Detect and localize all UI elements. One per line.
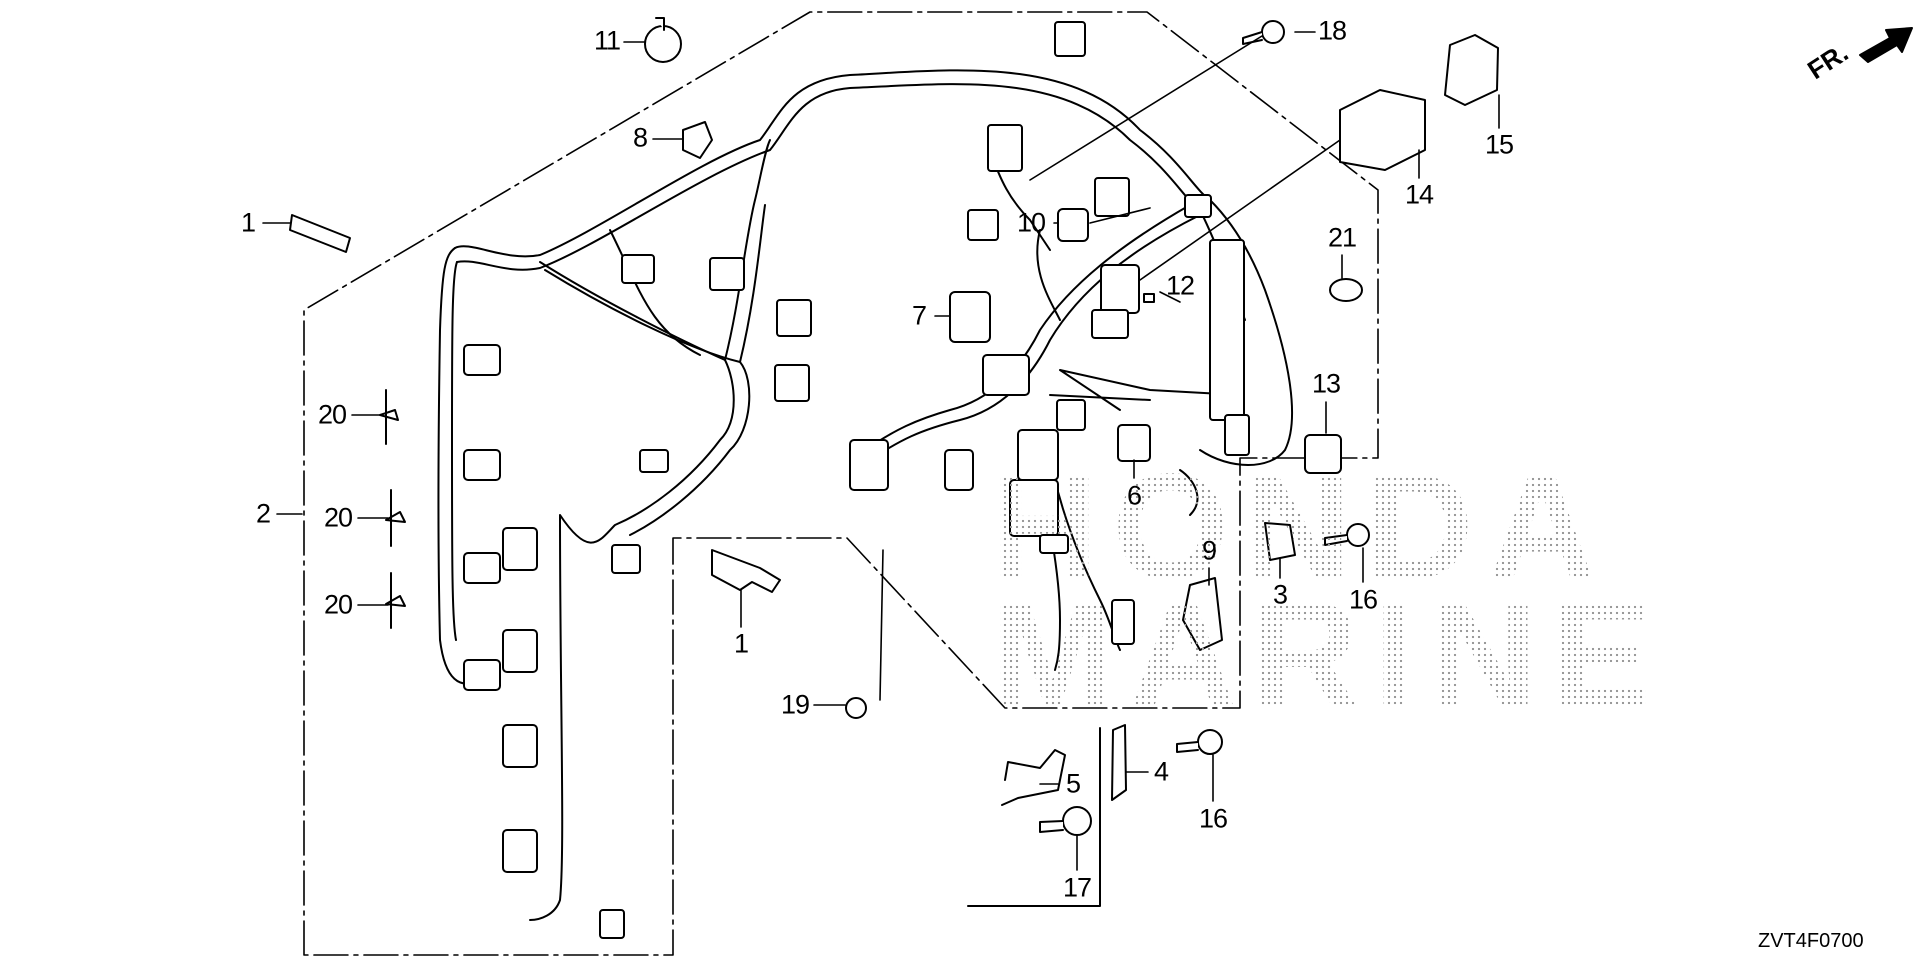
bracket-group-boundary (967, 727, 1101, 907)
standalone-parts (289, 17, 1499, 836)
callout-1-lower[interactable]: 1 (733, 628, 749, 659)
callout-16-lower[interactable]: 16 (1198, 803, 1228, 834)
leader-lines (262, 31, 1500, 871)
callout-3[interactable]: 3 (1272, 579, 1288, 610)
callout-16-upper[interactable]: 16 (1348, 584, 1378, 615)
callout-2[interactable]: 2 (255, 498, 271, 529)
callout-21[interactable]: 21 (1327, 222, 1357, 253)
callout-6[interactable]: 6 (1126, 480, 1142, 511)
drawing-code: ZVT4F0700 (1758, 930, 1864, 952)
callout-12[interactable]: 12 (1165, 270, 1195, 301)
harness-group-boundary (303, 11, 1379, 956)
callout-13[interactable]: 13 (1311, 368, 1341, 399)
front-arrow-icon (1859, 27, 1913, 63)
watermark-line2: MARINE (990, 568, 1666, 741)
callout-15[interactable]: 15 (1484, 129, 1514, 160)
harness-connectors (463, 21, 1250, 939)
callout-5[interactable]: 5 (1065, 768, 1081, 799)
callout-20-bottom[interactable]: 20 (323, 589, 353, 620)
callout-8[interactable]: 8 (632, 122, 648, 153)
callout-18[interactable]: 18 (1317, 15, 1347, 46)
callout-4[interactable]: 4 (1153, 756, 1169, 787)
callout-1-upper[interactable]: 1 (240, 207, 256, 238)
callout-20-middle[interactable]: 20 (323, 502, 353, 533)
callout-14[interactable]: 14 (1404, 179, 1434, 210)
callout-20-top[interactable]: 20 (317, 399, 347, 430)
callout-9[interactable]: 9 (1201, 535, 1217, 566)
callout-11[interactable]: 11 (593, 25, 621, 56)
callout-7[interactable]: 7 (911, 300, 927, 331)
callout-17[interactable]: 17 (1062, 872, 1092, 903)
callout-10[interactable]: 10 (1016, 207, 1046, 238)
watermark-line1: HONDA (990, 440, 1610, 613)
callout-19[interactable]: 19 (780, 689, 810, 720)
